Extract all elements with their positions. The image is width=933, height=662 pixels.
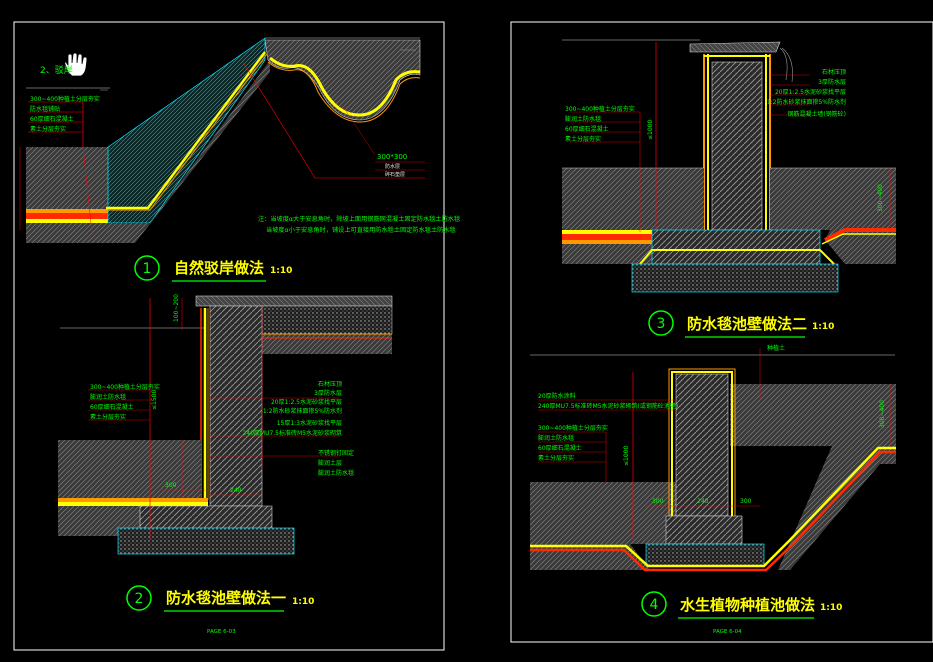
p1-layer-2: 防水毯铺贴 (30, 105, 60, 113)
p1-layer-1: 300~400种植土分层夯实 (30, 95, 100, 103)
hand-cursor-icon[interactable] (64, 52, 88, 77)
panel-1-title-text: 自然驳岸做法 (174, 259, 264, 277)
p1-note-1: 注：当坡度α大于安息角时，除坡上面用钢筋网混凝土固定防水毯土防水毯 (258, 215, 460, 223)
panel-2-title: 2 防水毯池壁做法一 1:10 (126, 585, 314, 612)
p2-left-layer-4: 素土分层夯实 (90, 413, 126, 421)
p3-right-layer-2: 3厚防水层 (818, 78, 846, 86)
panel-1-title: 1 自然驳岸做法 1:10 (134, 255, 292, 282)
p4-top-layer-2: 240厚MU7.5标准砖M5水泥砂浆砌筑(或钢筋砼池壁) (538, 402, 678, 410)
p1-callout-sub2: 碎石垫层 (385, 171, 405, 178)
panel-2-drawing (58, 295, 393, 555)
page-label-right: PAGE 6-04 (713, 629, 742, 635)
panel-1-drawing (19, 37, 425, 243)
panel-4-scale: 1:10 (820, 603, 842, 613)
panel-3-title-text: 防水毯池壁做法二 (687, 315, 807, 333)
p1-callout-sub1: 防水层 (385, 163, 400, 170)
panel-3-number: 3 (657, 316, 666, 332)
p4-left-layer-2: 膨润土防水毯 (538, 434, 574, 442)
p2-lower-layer-2: 膨润土层 (318, 459, 342, 467)
panel-1-number-circle (134, 255, 160, 281)
p2-left-layer-1: 300~400种植土分层夯实 (90, 383, 160, 391)
panel-1-scale: 1:10 (270, 266, 292, 276)
panel-2-number-circle (126, 585, 152, 611)
p3-left-layer-2: 膨润土防水毯 (565, 115, 601, 123)
p3-dim-left: ≤1000 (647, 120, 654, 140)
p3-right-layer-5: 钢筋混凝土墙(钢筋砼) (787, 110, 846, 118)
sheet-frame-right (510, 21, 933, 643)
panel-2-number: 2 (135, 591, 144, 607)
p3-right-layer-3: 20厚1:2.5水泥砂浆找平层 (775, 88, 846, 96)
panel-4-title-text: 水生植物种植池做法 (680, 596, 815, 614)
sheet-frame-left (13, 21, 445, 651)
p2-left-layer-2: 膨润土防水毯 (90, 393, 126, 401)
p2-dim-mid: 300 (165, 482, 177, 489)
p3-right-layer-4: 1:2防水砂浆抹面掺5%防水剂 (767, 98, 846, 106)
p1-layer-4: 素土分层夯实 (30, 125, 66, 133)
panel-3-title: 3 防水毯池壁做法二 1:10 (648, 310, 834, 338)
panel-3-number-circle (648, 310, 674, 336)
panel-3-scale: 1:10 (812, 322, 834, 332)
panel-4-title: 4 水生植物种植池做法 1:10 (641, 591, 842, 619)
p4-top-label: 种植土 (767, 344, 785, 352)
p2-dim-left: ≤1500 (151, 390, 158, 410)
p2-right-layer-1: 石材压顶 (318, 380, 342, 388)
p2-right-layer-2: 3厚防水层 (314, 389, 342, 397)
p4-dim-a: 300 (652, 498, 664, 505)
p4-dim-left: ≤1000 (623, 446, 630, 466)
p2-lower-layer-1: 不锈钢钉固定 (318, 449, 354, 457)
p4-dim-b: 240 (697, 498, 709, 505)
p4-dim-c: 300 (740, 498, 752, 505)
p2-lower-layer-3: 膨润土防水毯 (318, 469, 354, 477)
p2-right-layer-3: 20厚1:2.5水泥砂浆找平层 (271, 398, 342, 406)
panel-2-scale: 1:10 (292, 597, 314, 607)
panel-4-number: 4 (650, 597, 659, 613)
p3-dim-right: 300~400 (877, 184, 884, 212)
p2-left-layer-3: 60厚细石混凝土 (90, 403, 134, 411)
p4-left-layer-3: 60厚细石混凝土 (538, 444, 582, 452)
p3-left-layer-1: 300~400种植土分层夯实 (565, 105, 635, 113)
panel-3-drawing (562, 39, 896, 293)
p3-left-layer-4: 素土分层夯实 (565, 135, 601, 143)
panel-1-number: 1 (143, 261, 152, 277)
p4-dim-right: 300~400 (879, 400, 886, 428)
panel-4-number-circle (641, 591, 667, 617)
p4-left-layer-4: 素土分层夯实 (538, 454, 574, 462)
panel-2-title-text: 防水毯池壁做法一 (166, 589, 286, 607)
section-heading: 2、驳岸 (40, 65, 73, 76)
p2-right-layer-6: 240厚MU7.5标准砖M5水泥砂浆砌筑 (242, 429, 342, 437)
p2-right-layer-5: 15厚1:3水泥砂浆找平层 (277, 419, 342, 427)
page-label-left: PAGE 6-03 (207, 629, 236, 635)
p1-layer-3: 60厚细石混凝土 (30, 115, 74, 123)
p1-note-2: 当坡度α小于安息角时，铺设上可直接用防水毯土固定防水毯土防水毯 (266, 226, 456, 234)
p2-dim-base: 240 (230, 487, 242, 494)
p3-right-layer-1: 石材压顶 (822, 68, 846, 76)
p4-top-layer-1: 20厚防水涂料 (538, 392, 576, 400)
p3-left-layer-3: 60厚细石混凝土 (565, 125, 609, 133)
panel-4-drawing (530, 348, 896, 572)
p2-dim-top: 100~200 (173, 294, 180, 322)
p1-callout: 300*300 (377, 153, 407, 161)
p2-right-layer-4: 1:2防水砂浆抹面掺5%防水剂 (263, 407, 342, 415)
p4-left-layer-1: 300~400种植土分层夯实 (538, 424, 608, 432)
